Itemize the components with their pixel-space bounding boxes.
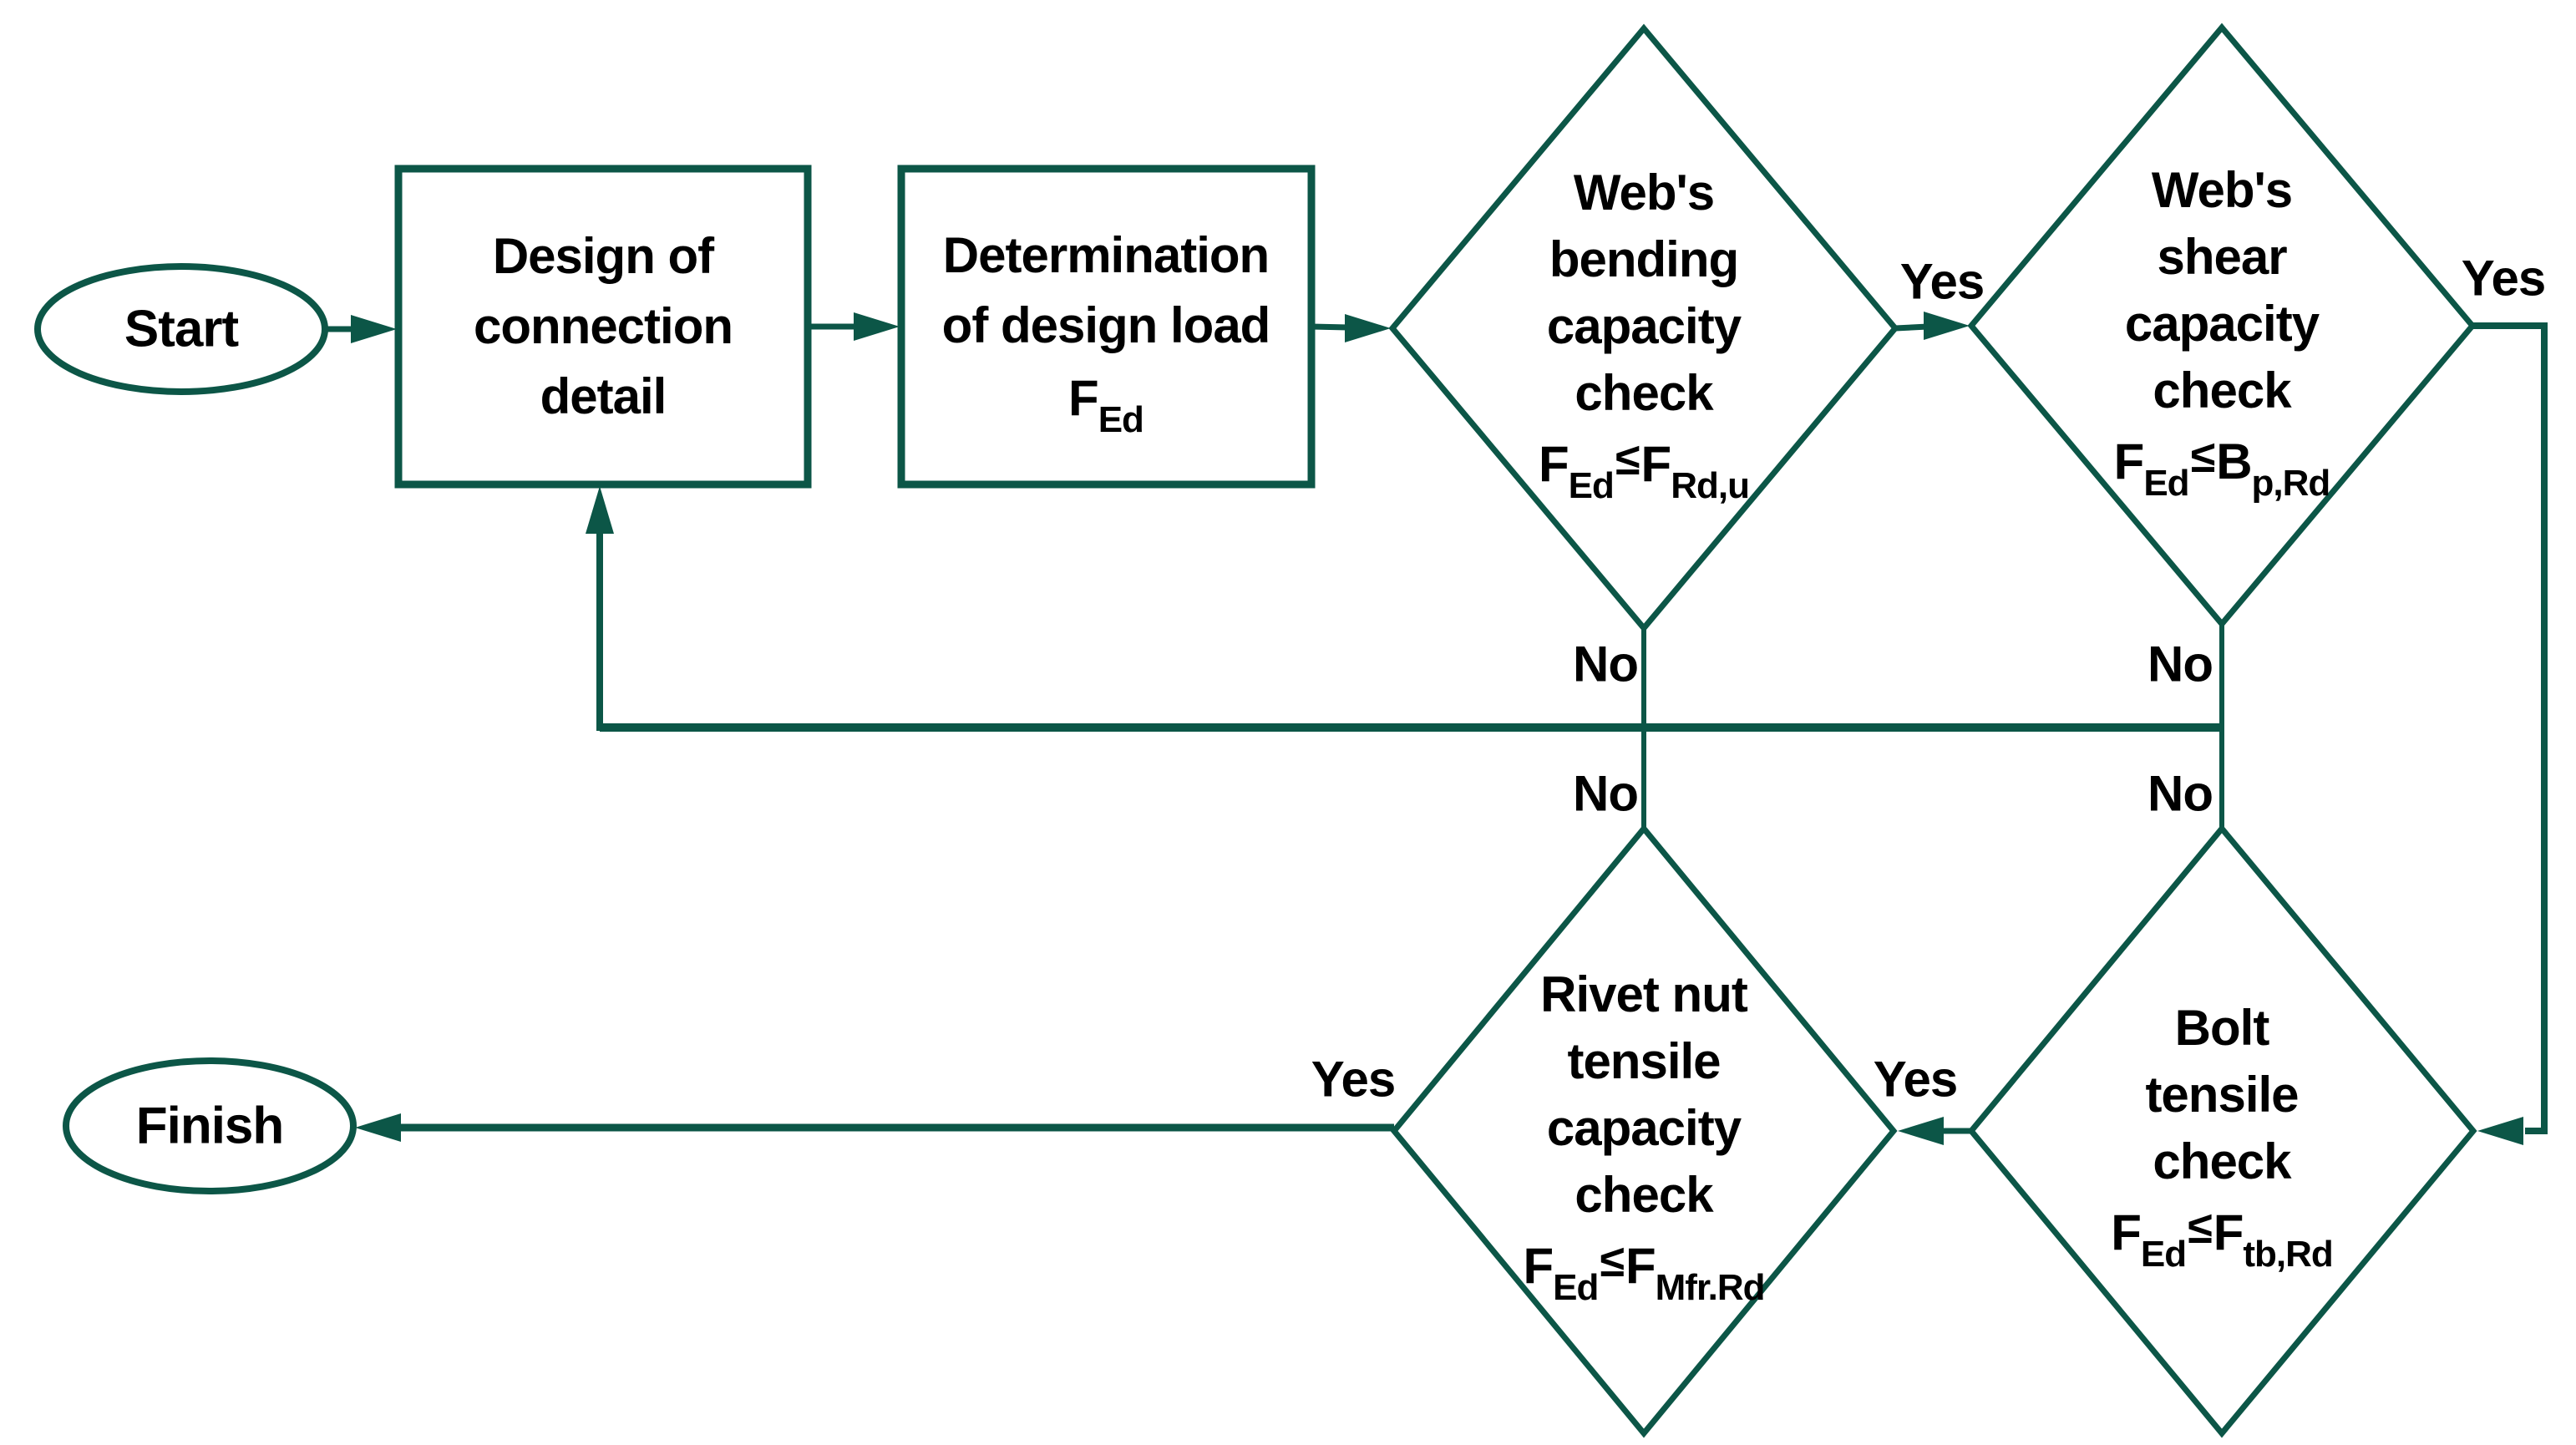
bending-label: Web's bending capacity check FEd≤FRd,u — [1539, 160, 1750, 506]
formula-variable: F — [1539, 436, 1569, 492]
finish-label: Finish — [135, 1097, 285, 1155]
shear-yes-label: Yes — [2461, 250, 2546, 307]
formula-subscript: Ed — [1568, 465, 1615, 506]
formula-variable: F — [1625, 1238, 1656, 1294]
rivet-decision-shape — [1390, 824, 1898, 1438]
bolt-label-line: Bolt — [2174, 1000, 2270, 1056]
rivet-label-line: check — [1575, 1167, 1713, 1223]
shear-decision-shape — [1967, 23, 2477, 629]
formula-subscript: Ed — [2140, 1234, 2187, 1275]
formula-variable: F — [2111, 1204, 2142, 1260]
bolt-yes-label: Yes — [1873, 1051, 1958, 1108]
shear-no-label: No — [2148, 636, 2213, 692]
design-label-line: detail — [540, 368, 667, 424]
bending-decision-shape — [1388, 23, 1899, 633]
connector-shear-bolt-yes — [2472, 322, 2548, 1145]
bolt-label-line: check — [2153, 1133, 2291, 1189]
shear-label-line: check — [2153, 363, 2291, 418]
design-label-line: Design of — [492, 228, 714, 284]
determination-label: Determination of design load FEd — [941, 221, 1271, 440]
shear-formula: FEd≤Bp,Rd — [2113, 432, 2331, 504]
rivet-label: Rivet nut tensile capacity check FEd≤FMf… — [1523, 961, 1765, 1308]
formula-variable: F — [1068, 370, 1099, 426]
start-terminator-shape — [34, 263, 328, 395]
connector-bending-shear-yes — [1894, 312, 1970, 340]
connector-start-design — [325, 315, 397, 343]
less-equal-operator: ≤ — [1600, 1236, 1625, 1286]
determination-label-line: of design load — [941, 297, 1271, 353]
formula-variable: F — [2213, 1204, 2244, 1260]
less-equal-operator: ≤ — [2190, 432, 2216, 482]
connector-feedback-no — [586, 486, 2224, 732]
bending-label-line: bending — [1549, 231, 1739, 287]
formula-subscript: Ed — [2143, 463, 2189, 504]
less-equal-operator: ≤ — [2188, 1203, 2213, 1253]
bending-label-line: Web's — [1573, 165, 1715, 221]
shear-label-line: Web's — [2151, 162, 2293, 218]
formula-subscript: Mfr.Rd — [1655, 1267, 1766, 1308]
start-label: Start — [124, 300, 239, 358]
shear-label-line: capacity — [2124, 296, 2320, 352]
design-label-line: connection — [473, 298, 733, 354]
connector-rivet-finish-yes — [355, 1113, 1394, 1142]
formula-subscript: Ed — [1098, 399, 1144, 440]
bolt-label-line: tensile — [2145, 1067, 2299, 1123]
bending-label-line: check — [1575, 365, 1713, 421]
shear-label-line: shear — [2157, 229, 2287, 285]
less-equal-operator: ≤ — [1615, 434, 1640, 484]
design-label: Design of connection detail — [474, 221, 733, 432]
bending-label-line: capacity — [1546, 298, 1742, 354]
design-process-shape — [394, 165, 812, 489]
connector-bolt-rivet-yes — [1898, 1117, 1971, 1145]
determination-formula: FEd — [942, 369, 1270, 440]
rivet-label-line: capacity — [1546, 1100, 1742, 1156]
rivet-formula: FEd≤FMfr.Rd — [1523, 1236, 1765, 1308]
formula-variable: B — [2216, 434, 2252, 489]
formula-subscript: Rd,u — [1671, 465, 1750, 506]
determination-process-shape — [897, 165, 1316, 489]
shear-label: Web's shear capacity check FEd≤Bp,Rd — [2113, 157, 2331, 504]
rivet-label-line: Rivet nut — [1540, 966, 1748, 1022]
formula-subscript: Ed — [1553, 1267, 1599, 1308]
determination-label-line: Determination — [942, 227, 1270, 283]
formula-variable: F — [1640, 436, 1672, 492]
bolt-label: Bolt tensile check FEd≤Ftb,Rd — [2111, 995, 2334, 1275]
rivet-label-line: tensile — [1567, 1033, 1721, 1089]
rivet-no-label: No — [1573, 765, 1639, 822]
finish-terminator-shape — [63, 1057, 357, 1194]
connector-determination-bending — [1311, 314, 1391, 342]
connector-design-determination — [808, 312, 900, 341]
bolt-decision-shape — [1967, 824, 2477, 1438]
formula-variable: F — [1523, 1238, 1554, 1294]
rivet-yes-label: Yes — [1311, 1051, 1396, 1108]
formula-variable: F — [2113, 434, 2145, 489]
formula-subscript: tb,Rd — [2243, 1234, 2333, 1275]
bolt-no-label: No — [2148, 765, 2213, 822]
bending-yes-label: Yes — [1899, 253, 1985, 310]
formula-subscript: p,Rd — [2251, 463, 2331, 504]
bending-formula: FEd≤FRd,u — [1539, 434, 1750, 506]
bending-no-label: No — [1573, 636, 1639, 692]
bolt-formula: FEd≤Ftb,Rd — [2111, 1203, 2334, 1275]
